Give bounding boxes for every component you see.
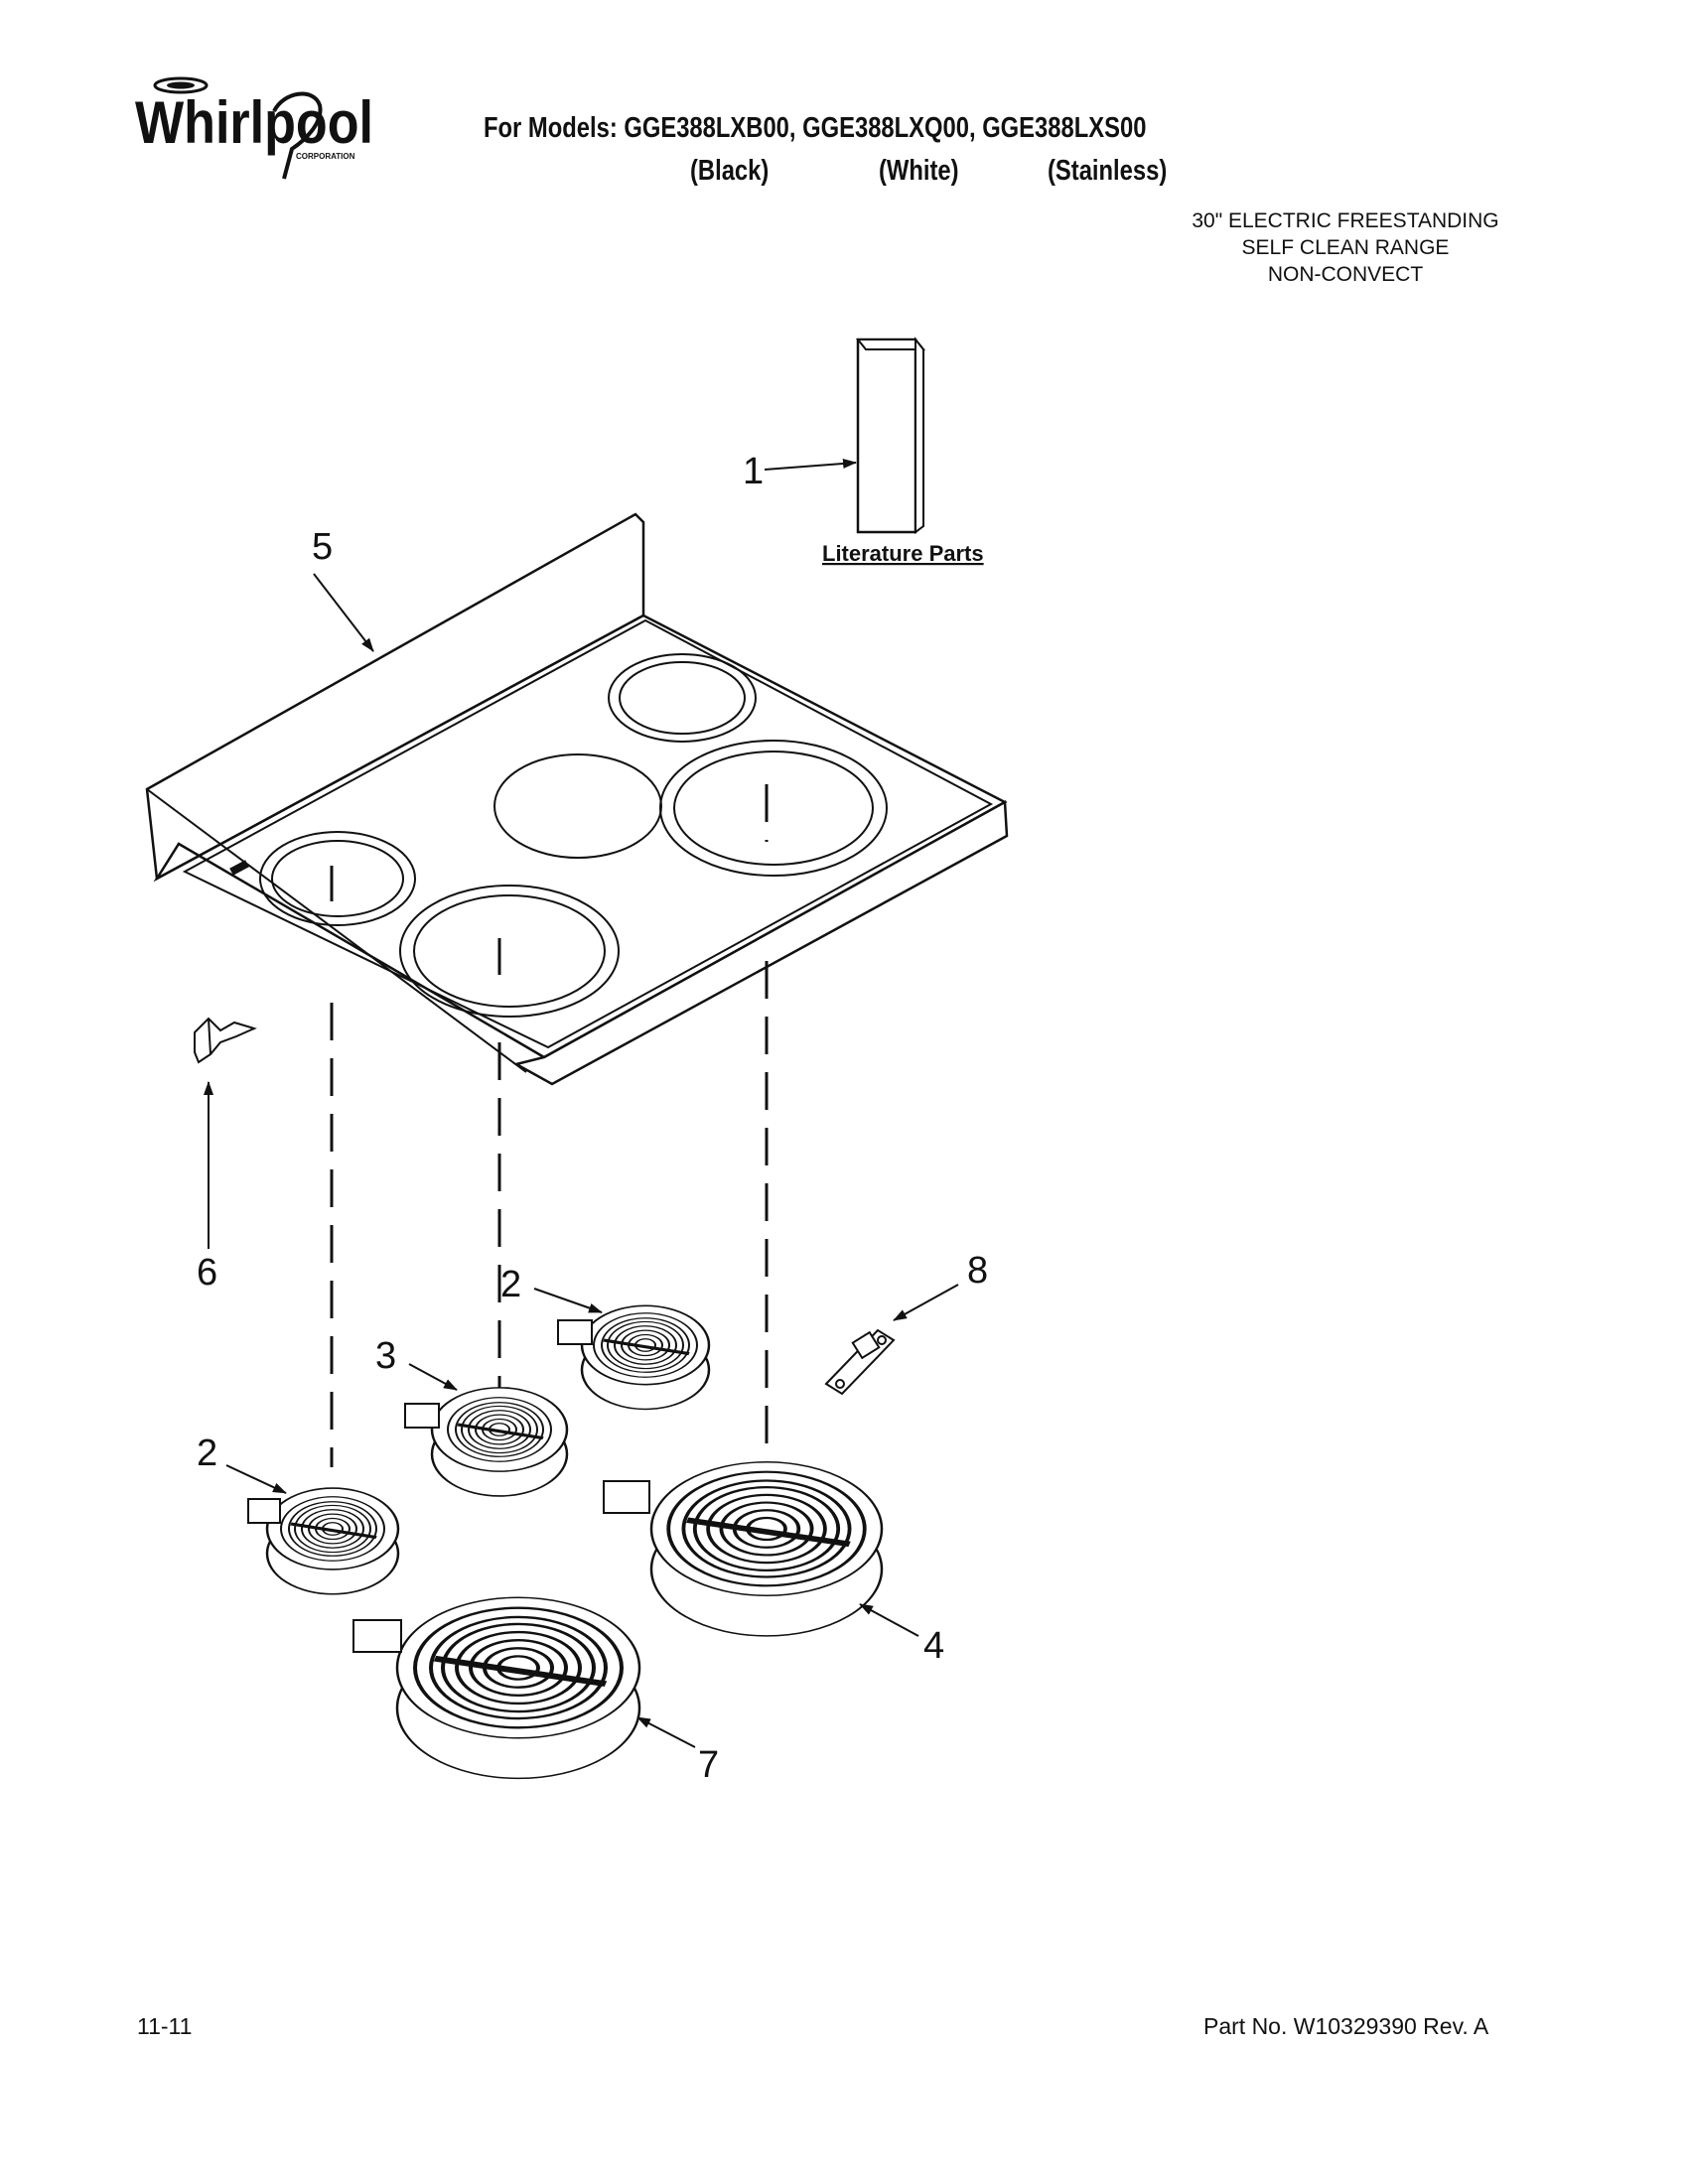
svg-text:Whirlpool: Whirlpool [135,89,373,156]
leader-arrow-4 [859,1603,919,1637]
callout-7: 7 [698,1744,719,1786]
part-7-element [395,1596,641,1780]
finish-white: (White) [879,155,959,187]
callout-3: 3 [375,1335,396,1377]
description-line-3: NON-CONVECT [1267,263,1424,286]
description-line-2: SELF CLEAN RANGE [1241,236,1450,259]
part-4-element [649,1460,884,1637]
leader-arrow-2-lower [225,1464,287,1494]
literature-parts-label: Literature Parts [822,541,984,566]
leader-arrow-3 [408,1363,458,1391]
callout-2-upper: 2 [500,1264,521,1305]
part-2-element-upper [580,1304,711,1411]
callout-5: 5 [312,526,333,568]
models-line: For Models: GGE388LXB00, GGE388LXQ00, GG… [484,112,1147,144]
date-code: 11-11 [137,2013,193,2039]
finish-black: (Black) [690,155,770,187]
part-8-bracket [824,1328,896,1396]
cooktop-main-top [145,512,1009,1086]
callout-1: 1 [743,451,764,492]
alignment-lines [330,784,769,1509]
part-3-element [430,1387,569,1497]
callout-8: 8 [967,1250,988,1292]
leader-arrow-7 [636,1716,696,1748]
leader-arrow-8 [893,1284,959,1321]
svg-text:CORPORATION: CORPORATION [296,152,355,161]
description-line-1: 30" ELECTRIC FREESTANDING [1192,209,1499,232]
part-2-element-lower [265,1487,400,1595]
leader-arrow-1 [764,459,857,471]
literature-booklet [855,337,926,534]
part-6-clip [194,1017,257,1064]
leader-arrow-2-upper [533,1288,603,1313]
leader-arrow-5 [313,573,374,652]
callout-6: 6 [197,1252,217,1294]
finish-stainless: (Stainless) [1048,155,1168,187]
whirlpool-logo: Whirlpool CORPORATION [135,71,393,191]
part-number: Part No. W10329390 Rev. A [1203,2013,1489,2039]
callout-2-lower: 2 [197,1433,217,1474]
callout-4: 4 [923,1625,944,1667]
